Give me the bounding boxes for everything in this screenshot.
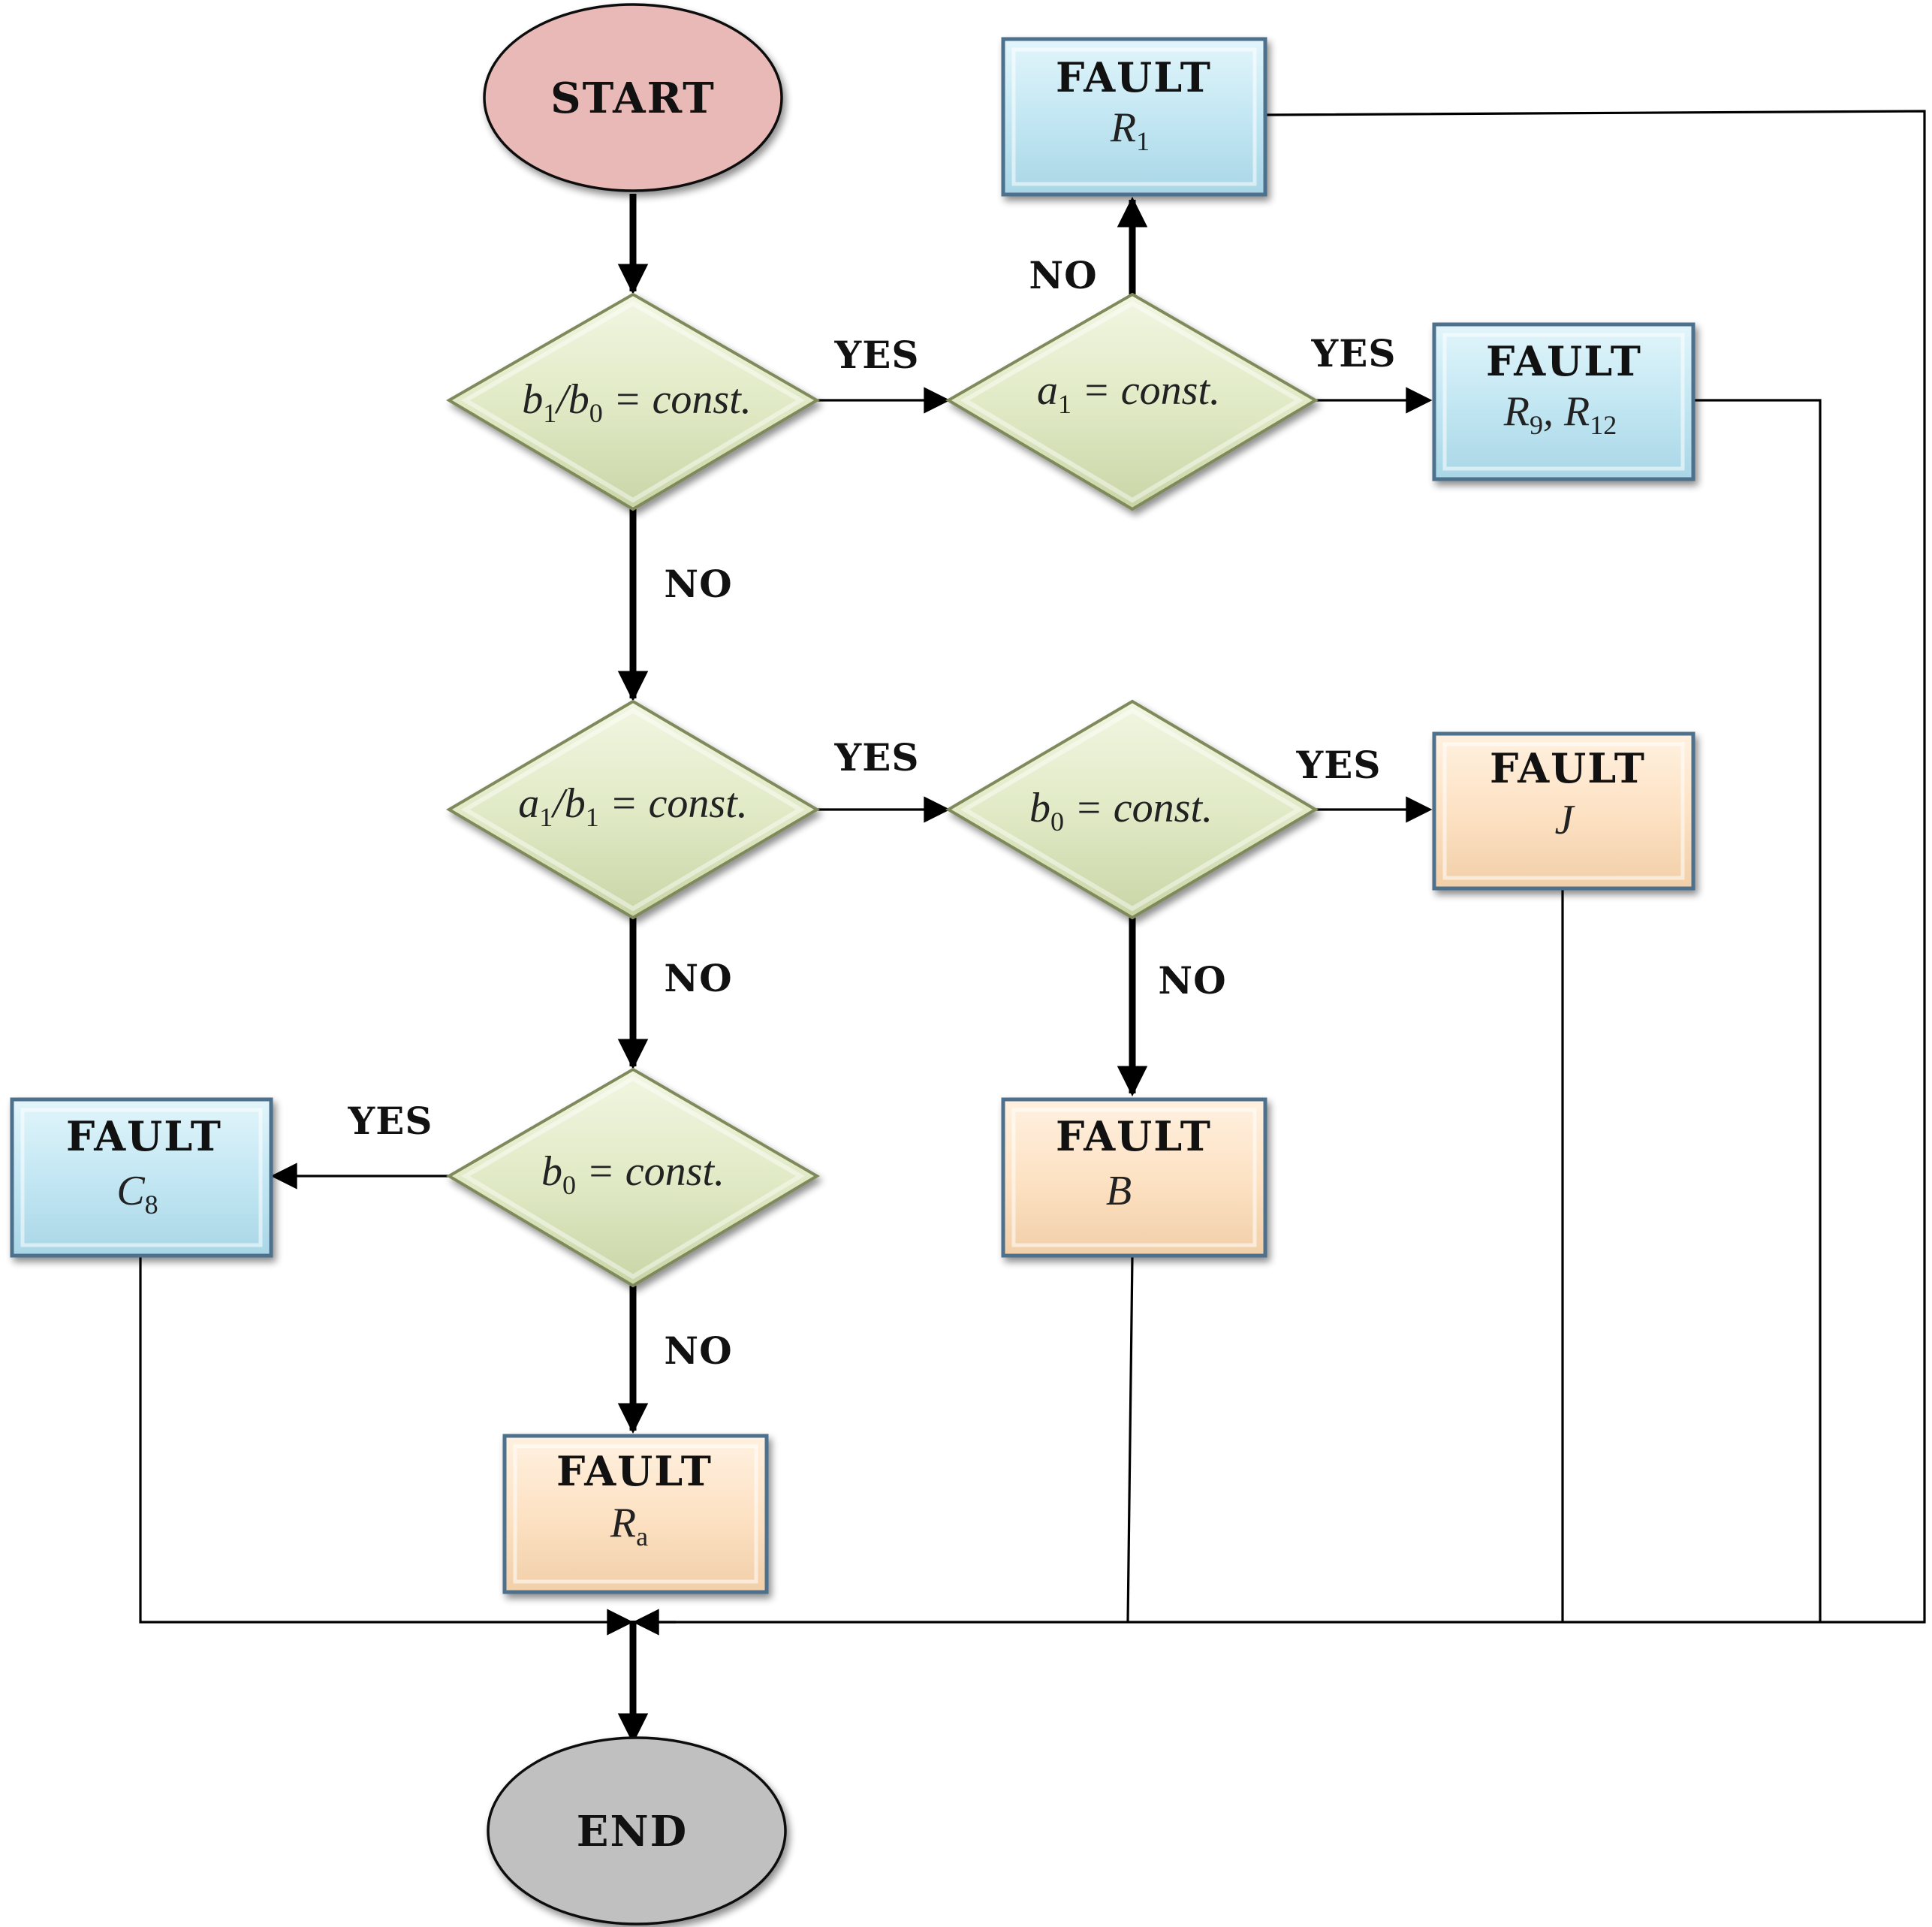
decision-d5-text: b0 = const.	[541, 1148, 725, 1200]
label-d5-yes: YES	[348, 1099, 433, 1143]
decision-d5	[446, 1067, 820, 1288]
label-d3-no: NO	[664, 956, 732, 1000]
fault-box-c8	[10, 1097, 273, 1258]
fault-b-title: FAULT	[1056, 1112, 1212, 1160]
label-d4-no: NO	[1158, 958, 1226, 1003]
fault-b-var: B	[1106, 1168, 1132, 1214]
fault-r1-var: R1	[1110, 104, 1150, 156]
line-r1-return	[633, 110, 1926, 1624]
fault-c8-var: C8	[116, 1168, 158, 1220]
decision-d4-text: b0 = const.	[1029, 785, 1213, 837]
start-terminal	[483, 3, 783, 192]
end-terminal	[487, 1736, 787, 1925]
fault-box-r1	[1001, 37, 1267, 197]
label-d2-no: NO	[1029, 253, 1097, 297]
label-d1-yes: YES	[834, 333, 920, 377]
fault-ra-title: FAULT	[556, 1447, 713, 1495]
line-c8-return	[139, 1256, 634, 1636]
fault-box-ra	[502, 1434, 769, 1594]
fault-box-j	[1432, 731, 1695, 891]
label-d2-yes: YES	[1311, 331, 1397, 375]
decision-d1-text: b1/b0 = const.	[522, 376, 752, 428]
fault-box-b	[1001, 1097, 1267, 1258]
decision-d2-text: a1 = const.	[1037, 367, 1220, 419]
fault-r9r12-title: FAULT	[1486, 337, 1642, 385]
decision-d1	[446, 292, 820, 511]
fault-r9r12-var: R9, R12	[1503, 388, 1617, 440]
label-d3-yes: YES	[834, 735, 920, 780]
fault-j-var: J	[1555, 797, 1576, 843]
fault-r1-title: FAULT	[1056, 53, 1212, 101]
label-d4-yes: YES	[1296, 743, 1382, 787]
decision-d3	[446, 699, 820, 920]
connectors	[139, 110, 1926, 1745]
fault-box-r9r12	[1432, 322, 1695, 481]
line-b-return	[1126, 1256, 1134, 1623]
fault-c8-title: FAULT	[66, 1112, 222, 1160]
label-d1-no: NO	[664, 562, 732, 606]
decision-d4	[945, 699, 1319, 920]
decision-d2	[945, 292, 1319, 511]
label-d5-no: NO	[664, 1328, 732, 1373]
start-label: START	[550, 74, 716, 123]
fault-ra-var: Ra	[610, 1500, 648, 1552]
line-r9r12-return	[1693, 399, 1822, 1622]
fault-j-title: FAULT	[1490, 744, 1646, 792]
end-label: END	[577, 1807, 688, 1856]
decision-d3-text: a1/b1 = const.	[518, 780, 748, 832]
